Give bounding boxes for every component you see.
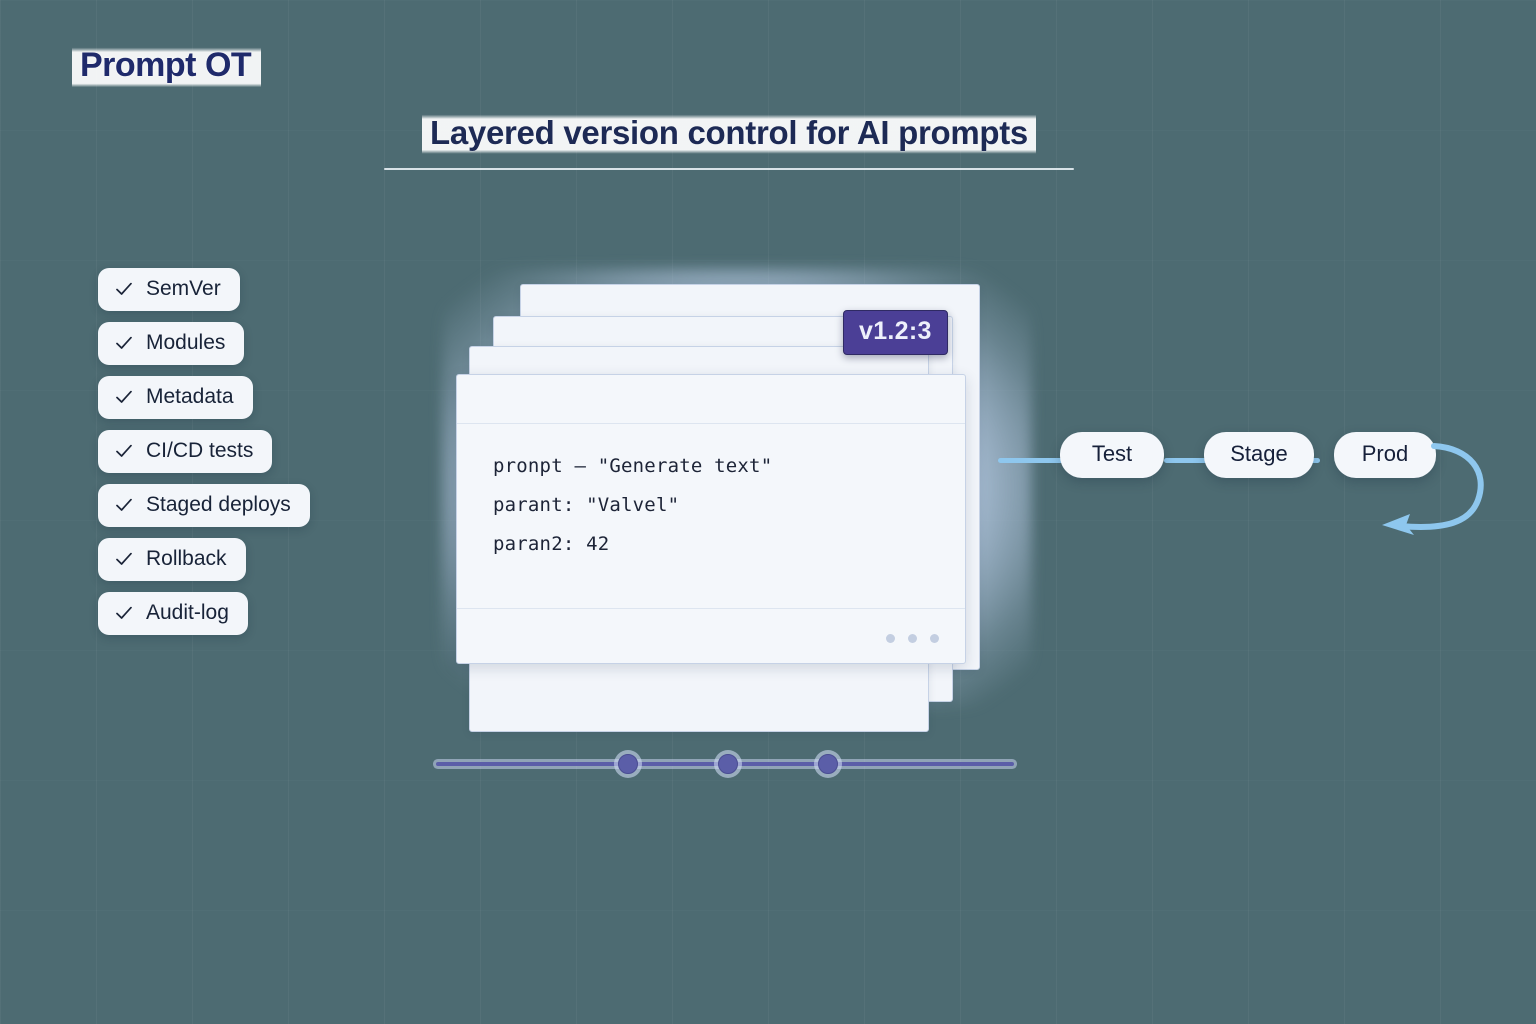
stage-label: Stage	[1230, 441, 1288, 466]
version-badge[interactable]: v1.2:3	[843, 310, 948, 355]
stage-label: Prod	[1361, 441, 1409, 466]
feature-label: CI/CD tests	[146, 439, 254, 462]
dot-2	[908, 634, 917, 643]
code-line-3: paran2: 42	[493, 533, 610, 555]
code-line-1: pronpt – "Generate text"	[493, 455, 773, 477]
feature-label: Metadata	[146, 385, 234, 408]
card-layer-front[interactable]: pronpt – "Generate text" parant: "Valvel…	[456, 374, 966, 664]
timeline-commit-dot[interactable]	[618, 754, 638, 774]
feature-item-audit-log[interactable]: Audit-log	[98, 592, 248, 635]
check-icon	[115, 388, 133, 406]
feature-label: SemVer	[146, 277, 221, 300]
title-underline	[384, 168, 1074, 170]
check-icon	[115, 442, 133, 460]
brand-logo: Prompt OT	[72, 44, 262, 89]
dot-1	[886, 634, 895, 643]
check-icon	[115, 550, 133, 568]
code-line-2: parant: "Valvel"	[493, 494, 680, 516]
pipeline-connector-in	[998, 458, 1066, 463]
check-icon	[115, 496, 133, 514]
check-icon	[115, 280, 133, 298]
pipeline-stage-test[interactable]: Test	[1060, 432, 1164, 478]
feature-label: Audit-log	[146, 601, 229, 624]
pipeline-stage-prod[interactable]: Prod	[1334, 432, 1436, 478]
stage-label: Test	[1091, 441, 1133, 466]
pipeline-stage-stage[interactable]: Stage	[1204, 432, 1314, 478]
check-icon	[115, 334, 133, 352]
overflow-dots-icon[interactable]	[886, 634, 939, 643]
timeline-commit-dot[interactable]	[818, 754, 838, 774]
card-header-divider	[457, 423, 965, 424]
check-icon	[115, 604, 133, 622]
feature-item-cicd-tests[interactable]: CI/CD tests	[98, 430, 273, 473]
timeline-commit-dot[interactable]	[718, 754, 738, 774]
feature-item-metadata[interactable]: Metadata	[98, 376, 253, 419]
feature-label: Rollback	[146, 547, 227, 570]
page-title-container: Layered version control for AI prompts	[384, 112, 1074, 170]
page-title: Layered version control for AI prompts	[422, 112, 1036, 156]
prompt-card-stack: pronpt – "Generate text" parant: "Valvel…	[430, 258, 1050, 732]
deployment-pipeline: Test Stage Prod	[998, 432, 1508, 542]
rollback-arrow-icon	[1382, 443, 1484, 535]
feature-item-rollback[interactable]: Rollback	[98, 538, 246, 581]
pipeline-connector-test-stage	[1164, 458, 1210, 463]
feature-label: Modules	[146, 331, 226, 354]
prompt-code-block: pronpt – "Generate text" parant: "Valvel…	[493, 447, 945, 564]
feature-item-semver[interactable]: SemVer	[98, 268, 240, 311]
card-footer-divider	[457, 608, 965, 609]
feature-list: SemVer Modules Metadata CI/CD tests Stag…	[98, 268, 310, 635]
feature-item-staged-deploys[interactable]: Staged deploys	[98, 484, 310, 527]
dot-3	[930, 634, 939, 643]
commit-timeline	[436, 752, 1014, 778]
feature-label: Staged deploys	[146, 493, 291, 516]
feature-item-modules[interactable]: Modules	[98, 322, 245, 365]
